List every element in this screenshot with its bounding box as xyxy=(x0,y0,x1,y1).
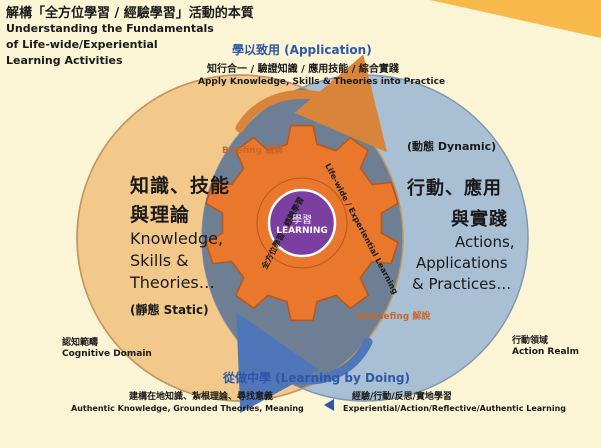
static-en-line2: Skills & xyxy=(130,251,189,270)
dynamic-en-line3: & Practices… xyxy=(412,275,512,293)
dynamic-zh-line1: 行動、應用 xyxy=(407,178,502,199)
lbd-left-zh: 建構在地知識、紮根理論、尋找意義 xyxy=(129,392,274,402)
lbd-right-en: Experiential/Action/Reflective/Authentic… xyxy=(343,404,566,413)
lbd-left-en: Authentic Knowledge, Grounded Theories, … xyxy=(71,404,304,413)
debriefing-arrow xyxy=(236,312,373,414)
title-zh: 解構「全方位學習 / 經驗學習」活動的本質 xyxy=(6,6,254,21)
title-en-line1: Understanding the Fundamentals xyxy=(6,22,214,35)
cognitive-domain-en: Cognitive Domain xyxy=(62,349,152,359)
static-en-line1: Knowledge, xyxy=(130,229,224,248)
application-heading: 學以致用 (Application) xyxy=(232,43,372,57)
static-zh-line2: 與理論 xyxy=(130,204,191,226)
learning-center xyxy=(267,188,337,258)
small-left-arrow xyxy=(324,399,334,411)
corner-decoration xyxy=(430,0,601,38)
dynamic-en-line2: Applications xyxy=(416,254,508,272)
static-zh-line1: 知識、技能 xyxy=(130,175,231,197)
center-zh: 學習 xyxy=(292,215,312,226)
dynamic-en-line1: Actions, xyxy=(455,233,515,251)
application-zh: 知行合一 / 驗證知識 / 應用技能 / 綜合實踐 xyxy=(207,64,399,75)
briefing-label: Briefing 講解 xyxy=(222,146,284,156)
static-en-line3: Theories… xyxy=(130,273,215,292)
dynamic-zh-line2: 與實踐 xyxy=(451,209,508,230)
cognitive-domain-zh: 認知範疇 xyxy=(62,338,99,348)
center-en: LEARNING xyxy=(276,226,328,236)
title-en-line2: of Life-wide/Experiential xyxy=(6,38,158,51)
lbd-right-zh: 經驗/行動/反思/實地學習 xyxy=(352,392,452,402)
learning-by-doing-heading: 從做中學 (Learning by Doing) xyxy=(223,371,410,385)
dynamic-state: (動態 Dynamic) xyxy=(407,140,497,153)
gear-inner-ring xyxy=(256,177,348,269)
static-state: (靜態 Static) xyxy=(130,303,209,317)
debriefing-label: Debriefing 解說 xyxy=(356,312,431,322)
action-realm-zh: 行動領域 xyxy=(512,336,549,346)
application-en: Apply Knowledge, Skills & Theories into … xyxy=(198,77,446,87)
briefing-arrow xyxy=(235,54,388,153)
title-en-line3: Learning Activities xyxy=(6,54,123,67)
action-realm-en: Action Realm xyxy=(512,347,579,357)
